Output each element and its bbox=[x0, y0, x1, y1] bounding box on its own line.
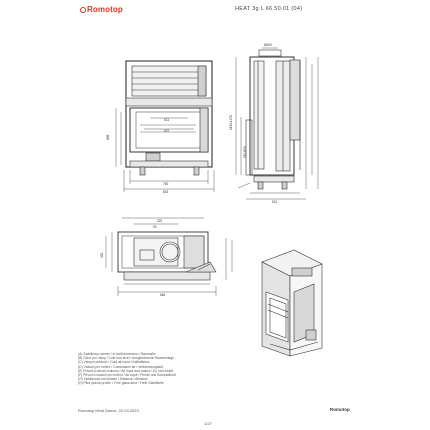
brand-name: Romotop bbox=[87, 5, 123, 14]
dim-plan-depth: 322 bbox=[157, 219, 163, 223]
dim-plan-side: 420 bbox=[100, 252, 104, 258]
dim-opening: 637 bbox=[164, 129, 170, 133]
dim-side-height-a: 1130-1270 bbox=[229, 115, 233, 130]
dim-side-height-b: 510-650 bbox=[243, 146, 247, 158]
footer-left: Romotop Heat Dance, 22.03.2023 bbox=[78, 408, 139, 413]
plan-view bbox=[105, 217, 233, 296]
note-line: (D) Vzduch pro hoření / Combustion air /… bbox=[78, 364, 164, 369]
note-line: (C) Vstupní průduch / Cold air input / K… bbox=[78, 360, 150, 365]
logo-ring-icon bbox=[80, 7, 86, 13]
dim-plan-gap: 90 bbox=[153, 225, 157, 229]
note-line: (G) Vzdálenost od hořlavin / Distance / … bbox=[78, 377, 148, 382]
footer-brand: Romotop bbox=[330, 407, 350, 412]
dim-front-width: 815 bbox=[163, 190, 169, 194]
note-line: (H) Plná plocha proskl. / Free glass are… bbox=[78, 381, 164, 386]
isometric-view bbox=[261, 249, 323, 357]
note-line: (B) Otvor pro vstup / Cold iron level / … bbox=[78, 356, 175, 361]
dim-front-height: 806 bbox=[106, 134, 110, 140]
page-number: 1/27 bbox=[204, 421, 212, 426]
dim-side-depth: 521 bbox=[272, 200, 278, 204]
dim-front-inner: 760 bbox=[163, 182, 169, 186]
sheet-title: HEAT 3g L 66.50.01 (04) bbox=[235, 6, 303, 12]
note-line: (A) Zadeitrovy rozmer / In-built dimensi… bbox=[78, 352, 156, 356]
note-line: (E) Přívod a odvod vzduchu / Air input a… bbox=[78, 368, 174, 373]
brand-logo: Romotop bbox=[80, 5, 123, 14]
note-line: (F) Přívod a vzduch pro hoření / Air inp… bbox=[78, 373, 176, 378]
notes-legend: (A) Zadeitrovy rozmer / In-built dimensi… bbox=[78, 352, 176, 386]
dim-glass: 511 bbox=[164, 118, 169, 122]
front-view bbox=[115, 60, 215, 192]
side-view bbox=[235, 47, 319, 200]
dim-flue: Ø200 bbox=[264, 43, 272, 47]
dim-plan-width: 664 bbox=[160, 293, 166, 297]
